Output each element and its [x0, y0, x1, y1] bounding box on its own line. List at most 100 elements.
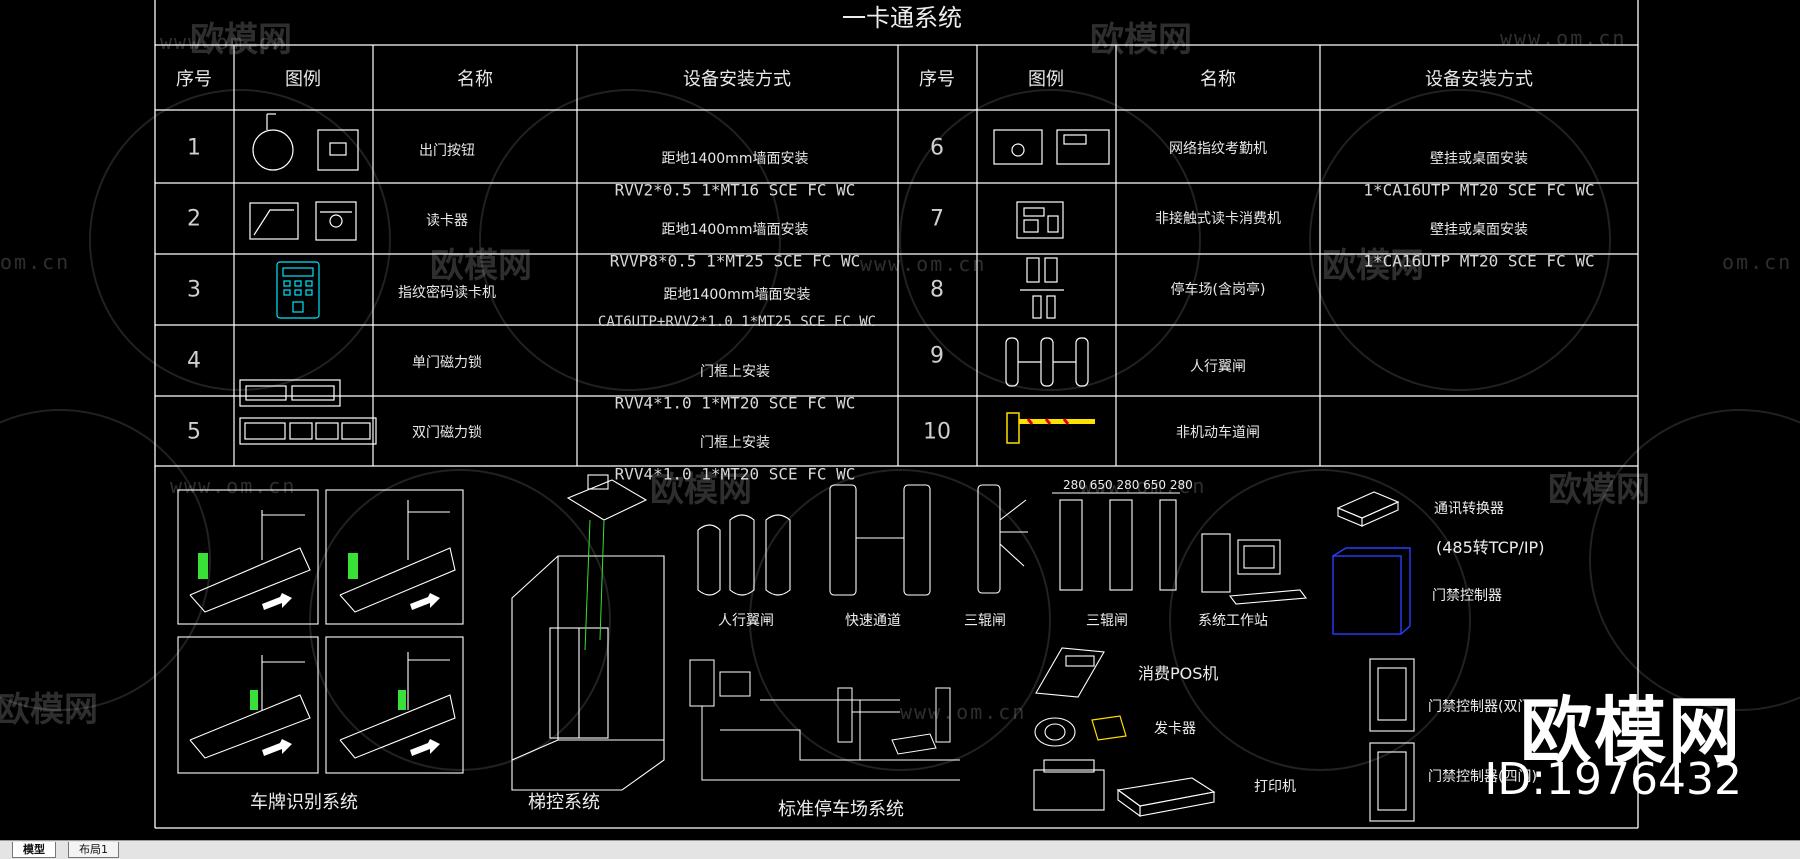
legend-symbols-left	[239, 113, 377, 445]
wing-gate-icon	[1005, 337, 1019, 387]
drawing-frame	[154, 0, 1639, 829]
barrier-gate-icon	[1006, 412, 1095, 444]
watermark-logo: 欧模网	[650, 470, 752, 510]
device-name: 非机动车道闸	[1176, 425, 1260, 441]
watermark-logo: 欧模网	[1548, 470, 1650, 510]
watermark-url: www.om.cn	[1500, 26, 1627, 50]
row-number: 6	[930, 135, 944, 161]
watermark-url: om.cn	[1722, 250, 1793, 274]
pos-reader-icon	[1016, 201, 1064, 239]
device-name: 停车场(含岗亭)	[1170, 282, 1266, 298]
row-number: 4	[187, 348, 201, 374]
row-number: 3	[187, 277, 201, 303]
parking-system-schematic	[689, 659, 960, 781]
row-number: 1	[187, 135, 201, 161]
device-name: 人行翼闸	[1190, 359, 1246, 375]
card-issuer-icon	[1034, 717, 1076, 747]
elevator-control-label: 梯控系统	[528, 792, 600, 813]
cable-spec: RVV4*1.0 1*MT20 SCE FC WC	[614, 464, 856, 484]
row-number: 7	[930, 206, 944, 232]
pos-machine-icon	[1035, 647, 1105, 698]
dimension-label: 280 650 280 650 280	[1063, 478, 1193, 492]
install-method: 门框上安装	[700, 435, 770, 451]
plate-recognition-panels	[177, 489, 464, 774]
cad-drawing-canvas[interactable]	[0, 0, 1800, 840]
controller-2door-label: 门禁控制器(双门)	[1428, 699, 1537, 715]
direction-arrows	[262, 593, 440, 756]
drawing-title: 一卡通系统	[842, 4, 962, 32]
watermark-logo: 欧模网	[190, 20, 292, 60]
watermark-logo: 欧模网	[1322, 246, 1424, 286]
watermark-url: www.om.cn	[860, 252, 987, 276]
parking-system-label: 标准停车场系统	[778, 799, 904, 820]
install-method: 壁挂或桌面安装	[1430, 222, 1528, 238]
header-no: 序号	[919, 69, 955, 90]
row-number: 10	[923, 419, 951, 445]
row-number: 8	[930, 277, 944, 303]
controller-4door-icon	[1369, 742, 1415, 822]
legend-table-grid	[155, 44, 1638, 467]
attendance-icon	[993, 129, 1043, 165]
cable-spec: CAT6UTP+RVV2*1.0 1*MT25 SCE FC WC	[597, 314, 877, 330]
exit-button-plate-icon	[317, 129, 359, 171]
layout-tab-bar: 模型 布局1	[0, 840, 1800, 859]
watermark-logo: 欧模网	[430, 246, 532, 286]
brand-logo-text: 欧模网	[1519, 689, 1742, 773]
tripod-turnstile-label: 三辊闸	[1086, 613, 1128, 629]
header-legend: 图例	[1028, 69, 1064, 90]
controller-boards	[1369, 658, 1415, 822]
tripod-turnstile-label: 三辊闸	[964, 613, 1006, 629]
printer-label: 打印机	[1254, 779, 1296, 795]
issued-card-icon	[1091, 715, 1127, 741]
legend-symbols-right	[993, 129, 1110, 387]
install-method: 距地1400mm墙面安装	[663, 287, 811, 303]
plate-recognition-label: 车牌识别系统	[250, 792, 358, 813]
device-name: 双门磁力锁	[412, 425, 482, 441]
double-maglock-icon	[239, 417, 377, 445]
parking-booth-icon	[1026, 257, 1040, 283]
device-name: 指纹密码读卡机	[398, 285, 496, 301]
header-install: 设备安装方式	[1425, 69, 1533, 90]
workstation-icon	[1201, 533, 1308, 605]
row-number: 2	[187, 206, 201, 232]
watermark-circles	[0, 89, 1800, 771]
single-maglock-icon	[239, 379, 341, 407]
device-name: 网络指纹考勤机	[1169, 141, 1267, 157]
device-name: 出门按钮	[419, 143, 475, 159]
device-name: 读卡器	[426, 213, 468, 229]
row-number: 5	[187, 419, 201, 445]
watermark-logo: 欧模网	[0, 690, 98, 730]
install-method: 距地1400mm墙面安装	[661, 222, 809, 238]
tab-model[interactable]: 模型	[12, 842, 56, 858]
device-name: 非接触式读卡消费机	[1155, 211, 1281, 227]
watermark-url: om.cn	[0, 250, 71, 274]
door-controller-label: 门禁控制器	[1432, 588, 1502, 604]
header-name: 名称	[457, 69, 493, 90]
watermark-url: www.om.cn	[160, 30, 287, 54]
watermark-url: www.om.cn	[900, 700, 1027, 724]
converter-icon	[1336, 491, 1400, 527]
fingerprint-keypad-icon	[276, 261, 320, 319]
watermark-logo: 欧模网	[1090, 20, 1192, 60]
install-method: 壁挂或桌面安装	[1430, 151, 1528, 167]
cable-spec: RVV2*0.5 1*MT16 SCE FC WC	[614, 180, 856, 200]
elevator-diagram	[511, 474, 665, 791]
printer-icon	[1033, 759, 1216, 818]
header-legend: 图例	[285, 69, 321, 90]
cable-spec: 1*CA16UTP MT20 SCE FC WC	[1363, 180, 1595, 200]
install-method: 距地1400mm墙面安装	[661, 151, 809, 167]
elevator-wiring	[584, 519, 605, 651]
row-number: 9	[930, 343, 944, 369]
converter-label: 通讯转换器	[1434, 501, 1504, 517]
device-name: 单门磁力锁	[412, 355, 482, 371]
turnstile-drawings	[697, 484, 1180, 596]
watermark-url: www.om.cn	[170, 474, 297, 498]
exit-button-icon	[252, 129, 294, 171]
wing-gate-label: 人行翼闸	[718, 613, 774, 629]
converter-sub-label: (485转TCP/IP)	[1436, 538, 1545, 557]
tab-layout1[interactable]: 布局1	[68, 842, 119, 858]
header-name: 名称	[1200, 69, 1236, 90]
controller-4door-label: 门禁控制器(四门)	[1428, 769, 1537, 785]
cable-spec: RVV4*1.0 1*MT20 SCE FC WC	[614, 393, 856, 413]
install-method: 门框上安装	[700, 364, 770, 380]
